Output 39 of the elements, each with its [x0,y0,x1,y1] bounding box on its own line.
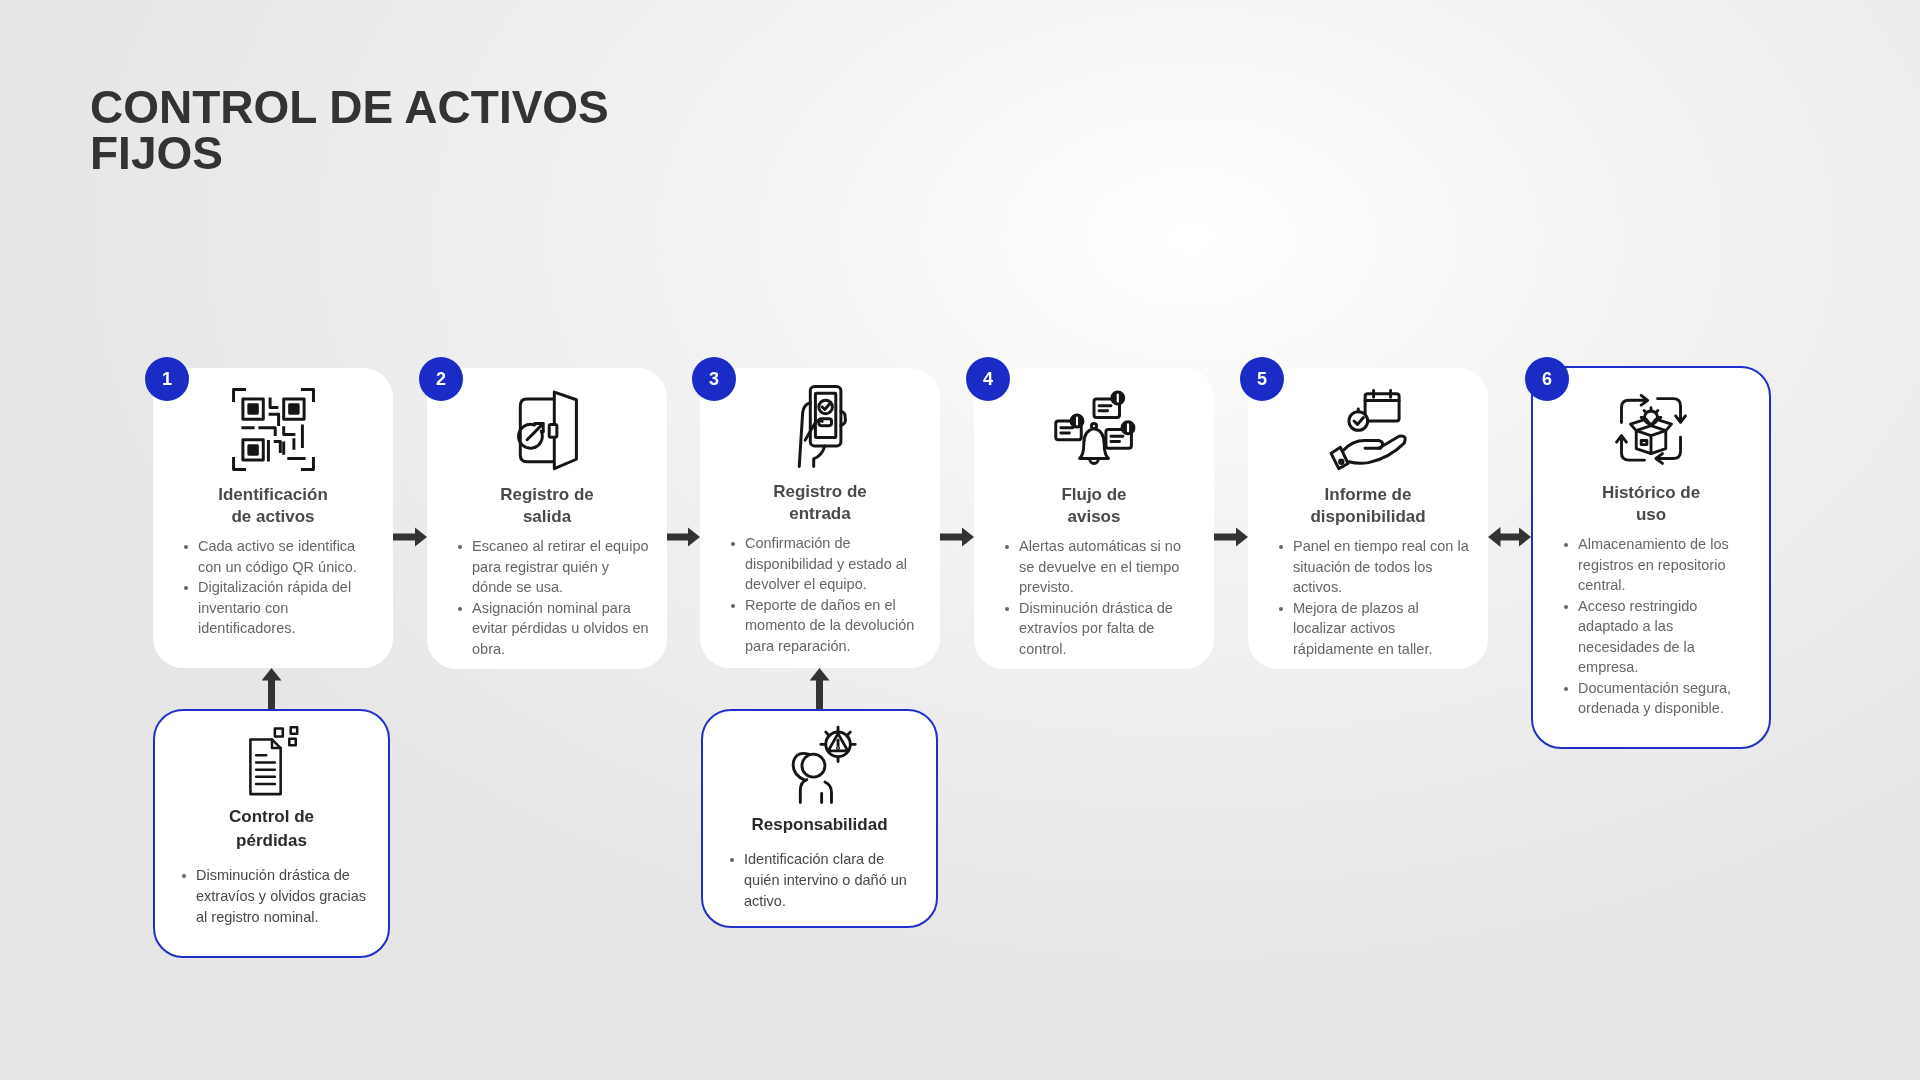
card-heading: Histórico de uso [1600,482,1702,526]
step-number-badge: 5 [1240,357,1284,401]
step-number-badge: 6 [1525,357,1569,401]
step-number-badge: 3 [692,357,736,401]
bullet-text: Identificación clara de quién intervino o dañó un activo. [727,849,918,912]
step-number-badge: 1 [145,357,189,401]
arrow [940,527,974,547]
card-heading: Informe de disponibilidad [1309,484,1427,528]
bullet-text: Documentación segura, ordenada y disponible. [1561,677,1753,719]
bullet-text: Panel en tiempo real con la situación de todos los activos. [1276,536,1472,598]
card-heading: Responsabilidad [750,814,889,836]
bullet-text: Disminución drástica de extravíos por falta de control. [1002,597,1198,659]
arrow [393,527,427,547]
step-card [701,709,938,928]
bullet-text: Almacenamiento de los registros en repositorio central. [1561,534,1753,596]
arrow [809,668,830,709]
card-heading: Identificación de activos [217,484,329,528]
card-heading: Registro de entrada [772,481,868,525]
bullet-text: Confirmación de disponibilidad y estado al devolver el equipo. [728,533,924,595]
bullet-text: Mejora de plazos al localizar activos rápidamente en taller. [1276,597,1472,659]
bullet-text: Reporte de daños en el momento de la devolución para reparación. [728,594,924,656]
step-number-badge: 4 [966,357,1010,401]
bullet-text: Cada activo se identifica con un código QR único. [181,536,377,577]
bullet-text: Acceso restringido adaptado a las necesidades de la empresa. [1561,595,1753,678]
arrow [261,668,282,709]
card-heading: Flujo de avisos [1060,484,1128,528]
step-number-badge: 2 [419,357,463,401]
bullet-text: Alertas automáticas si no se devuelve en el tiempo previsto. [1002,536,1198,598]
page-title: CONTROL DE ACTIVOS FIJOS [90,84,610,176]
bullet-text: Asignación nominal para evitar pérdidas u olvidos en obra. [455,597,651,659]
card-heading: Control de pérdidas [228,806,315,852]
step-card [153,709,390,958]
arrow [667,527,700,547]
bullet-text: Escaneo al retirar el equipo para registrar quién y dónde se usa. [455,536,651,598]
bullet-text: Disminución drástica de extravíos y olvidos gracias al registro nominal. [179,865,370,928]
bullet-text: Digitalización rápida del inventario con identificadores. [181,577,377,639]
arrow [1488,527,1531,547]
card-heading: Registro de salida [499,484,595,528]
arrow [1214,527,1248,547]
